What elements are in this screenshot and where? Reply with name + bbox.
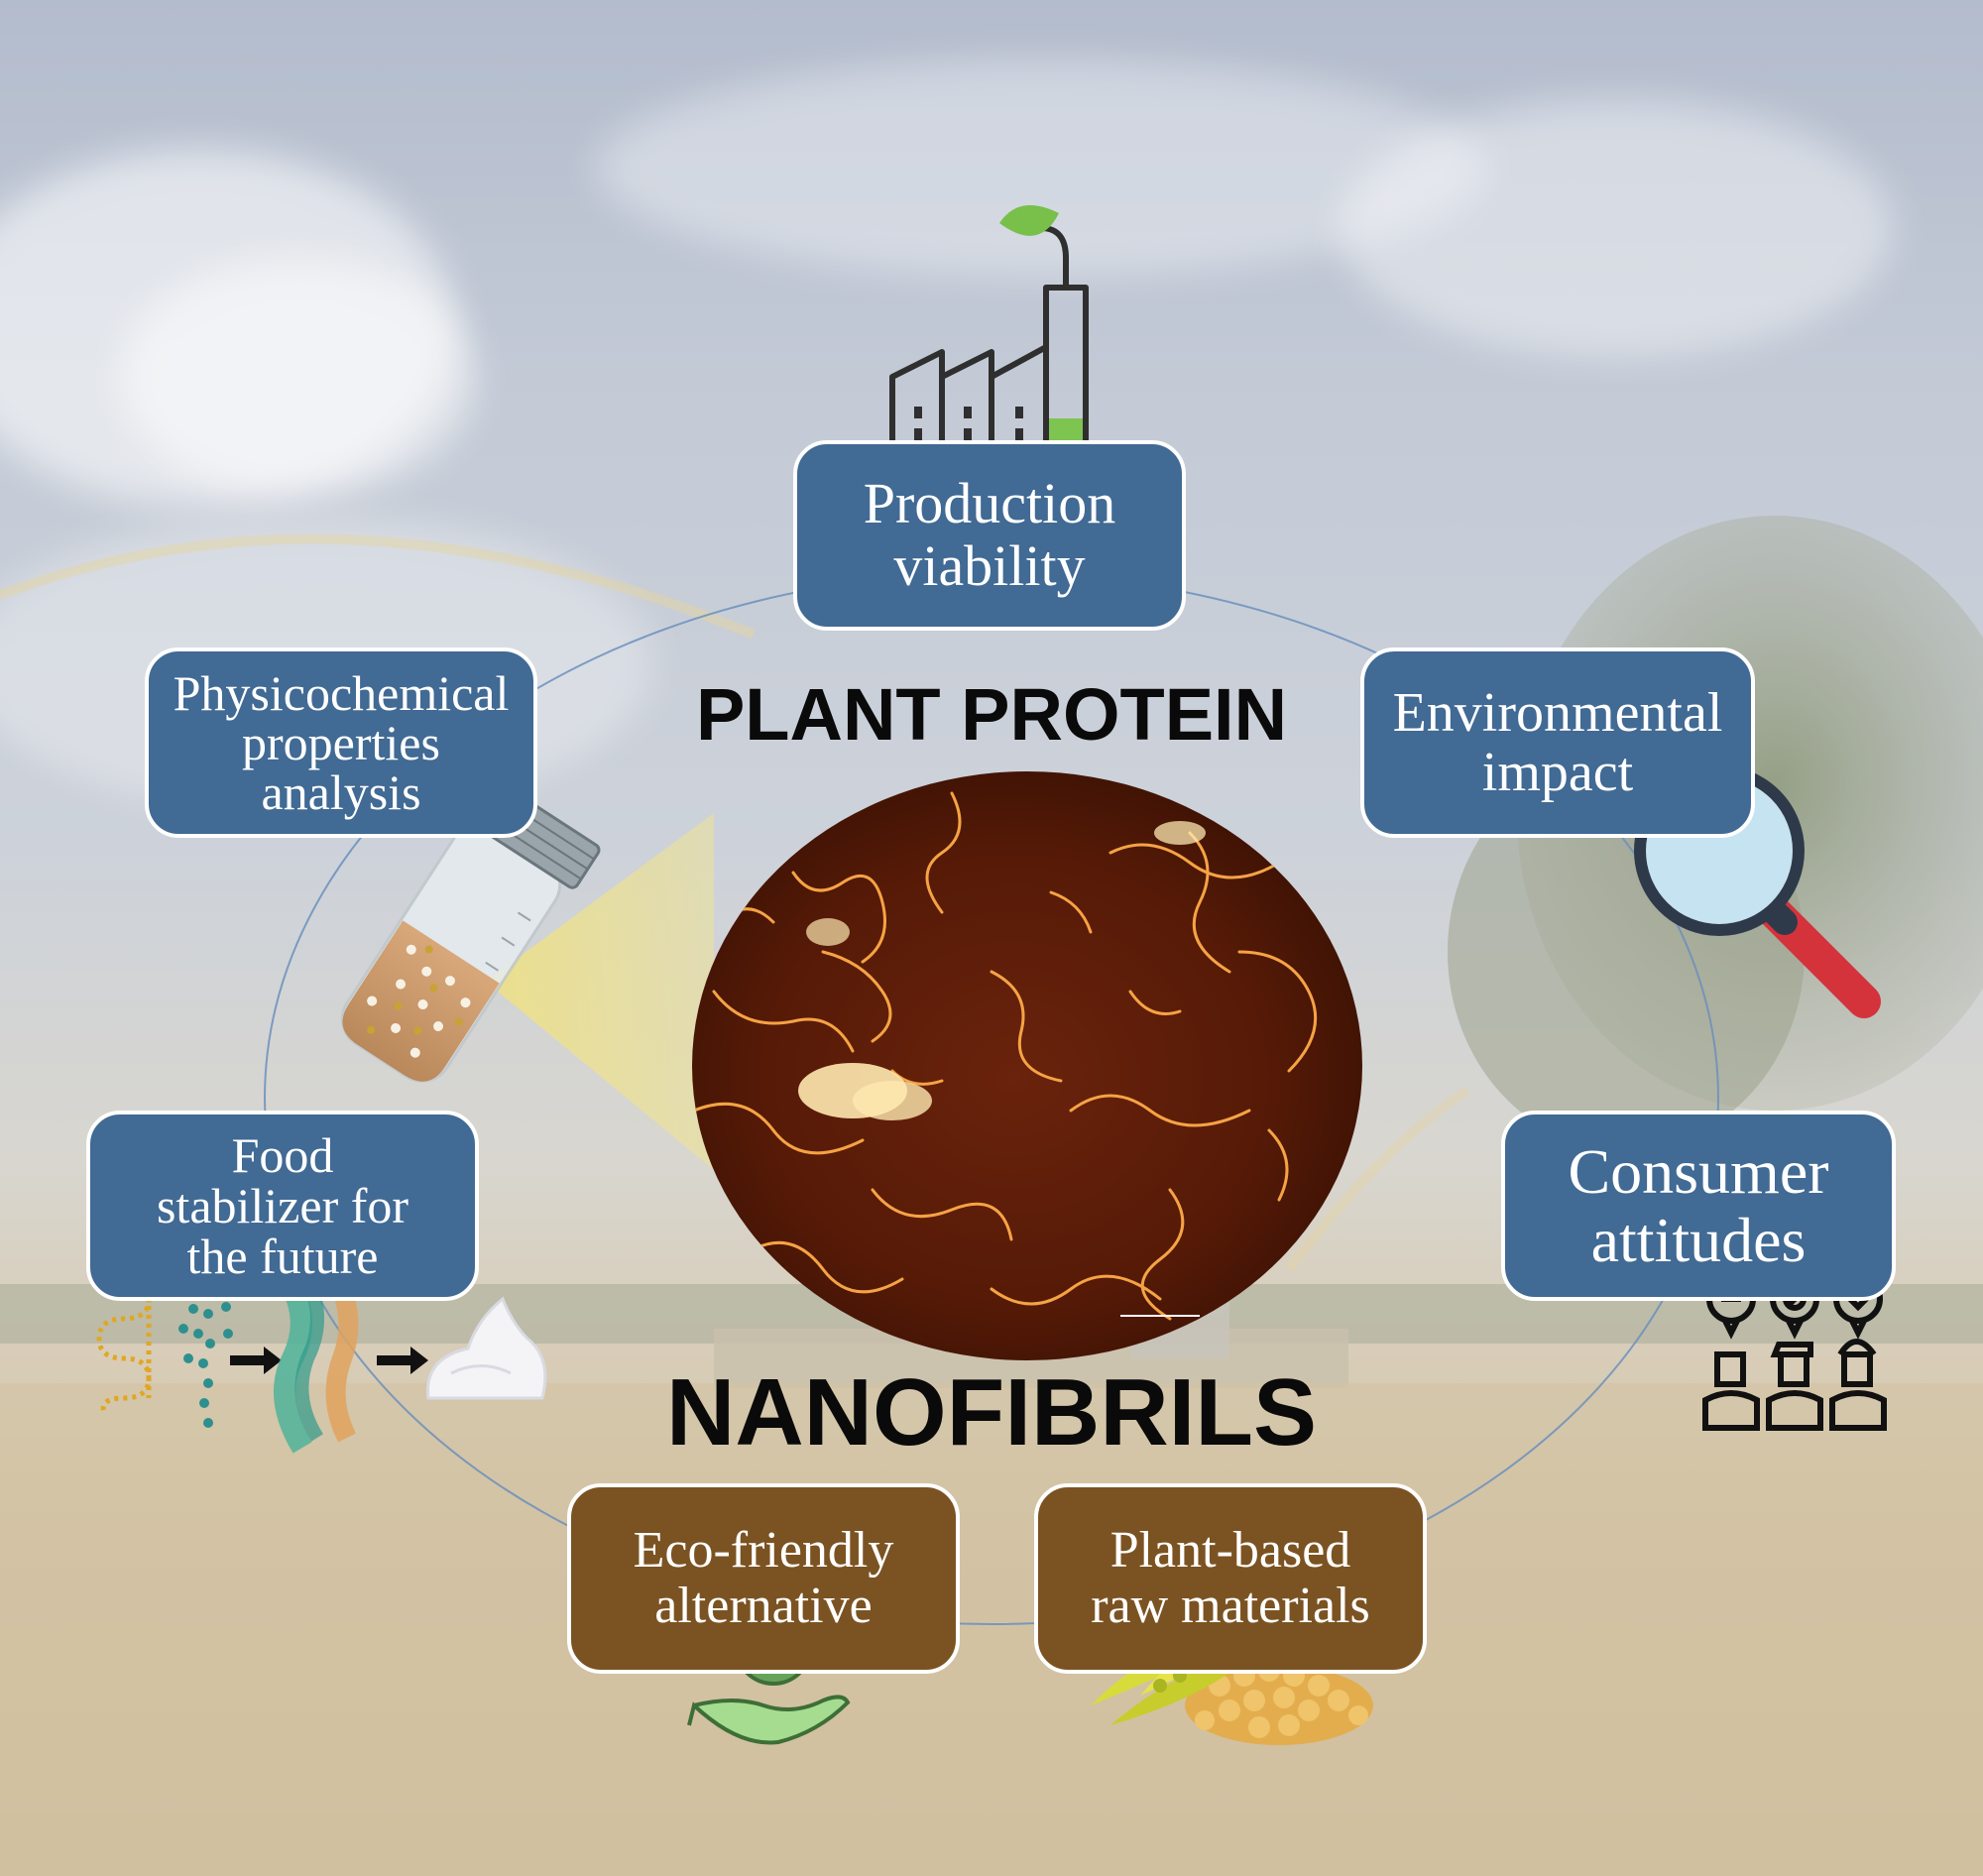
box-label: Consumer: [1568, 1135, 1829, 1207]
box-label: Environmental: [1392, 681, 1723, 744]
box-label: analysis: [261, 764, 421, 820]
box-label: Food: [231, 1126, 334, 1183]
factory-leaf-icon: [882, 205, 1099, 461]
box-label: the future: [186, 1228, 379, 1284]
rainbow: [0, 533, 756, 640]
box-label: alternative: [654, 1578, 873, 1634]
box-label: viability: [893, 533, 1086, 598]
cloud: [595, 59, 1487, 278]
protein-fibril-foam-icon: [96, 1273, 547, 1454]
box-label: properties: [242, 715, 440, 770]
heading-nanofibrils: NANOFIBRILS: [666, 1359, 1317, 1466]
wheat-field: [0, 1383, 1983, 1876]
box-label: impact: [1481, 742, 1634, 803]
afm-nanofibril-image: [692, 771, 1362, 1360]
box-label: Production: [863, 471, 1116, 536]
box-label: raw materials: [1091, 1578, 1370, 1634]
box-label: Eco-friendly: [633, 1521, 894, 1579]
heading-plant-protein: PLANT PROTEIN: [695, 673, 1288, 756]
cloud: [119, 258, 476, 496]
zoom-cone: [486, 813, 714, 1170]
box-label: Plant-based: [1109, 1521, 1351, 1579]
rainbow: [1285, 1086, 1470, 1273]
vial-icon: [340, 773, 601, 1083]
cloud: [1339, 99, 1894, 357]
box-label: Physicochemical: [173, 665, 510, 721]
box-label: attitudes: [1590, 1205, 1807, 1275]
box-label: stabilizer for: [156, 1177, 409, 1233]
